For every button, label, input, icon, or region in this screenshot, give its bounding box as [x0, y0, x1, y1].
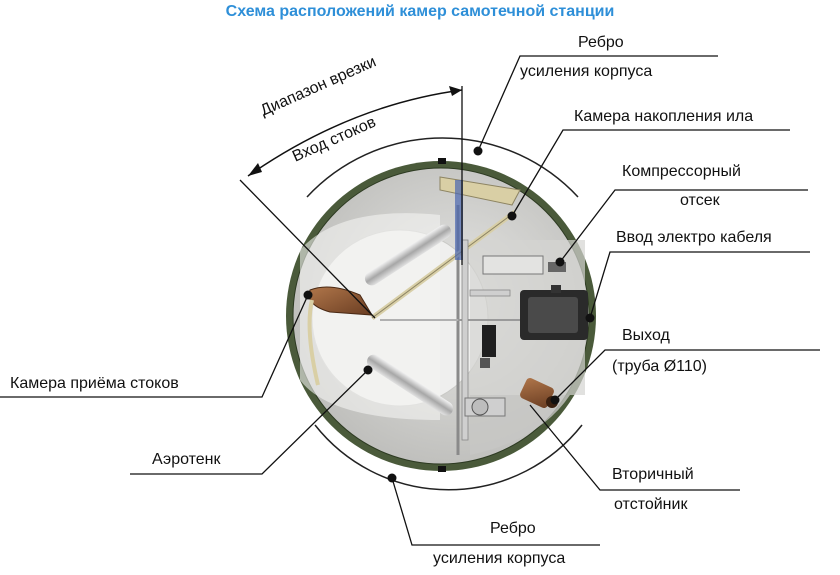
label-rib-top-2: усиления корпуса	[520, 63, 653, 80]
label-outlet-2: (труба Ø110)	[612, 358, 707, 375]
label-sludge-chamber: Камера накопления ила	[574, 108, 754, 125]
label-secondary-2: отстойник	[614, 496, 688, 513]
label-cable-entry: Ввод электро кабеля	[616, 229, 772, 246]
cut-range-arc	[247, 89, 463, 177]
label-secondary-1: Вторичный	[612, 466, 694, 483]
label-compressor-2: отсек	[680, 192, 720, 209]
aeration-tube-upper	[364, 224, 452, 286]
diagram-title: Схема расположений камер самотечной стан…	[225, 3, 615, 20]
label-receiving-chamber: Камера приёма стоков	[10, 375, 179, 392]
top-rib-arc	[306, 137, 579, 198]
label-rib-top-1: Ребро	[578, 34, 624, 51]
aeration-tube-lower	[366, 354, 454, 416]
bottom-rib-arc	[314, 424, 583, 491]
label-aerotank: Аэротенк	[152, 451, 221, 468]
label-compressor-1: Компрессорный	[622, 163, 741, 180]
label-outlet-1: Выход	[622, 327, 670, 344]
label-rib-bottom-1: Ребро	[490, 520, 536, 537]
label-rib-bottom-2: усиления корпуса	[433, 550, 566, 567]
